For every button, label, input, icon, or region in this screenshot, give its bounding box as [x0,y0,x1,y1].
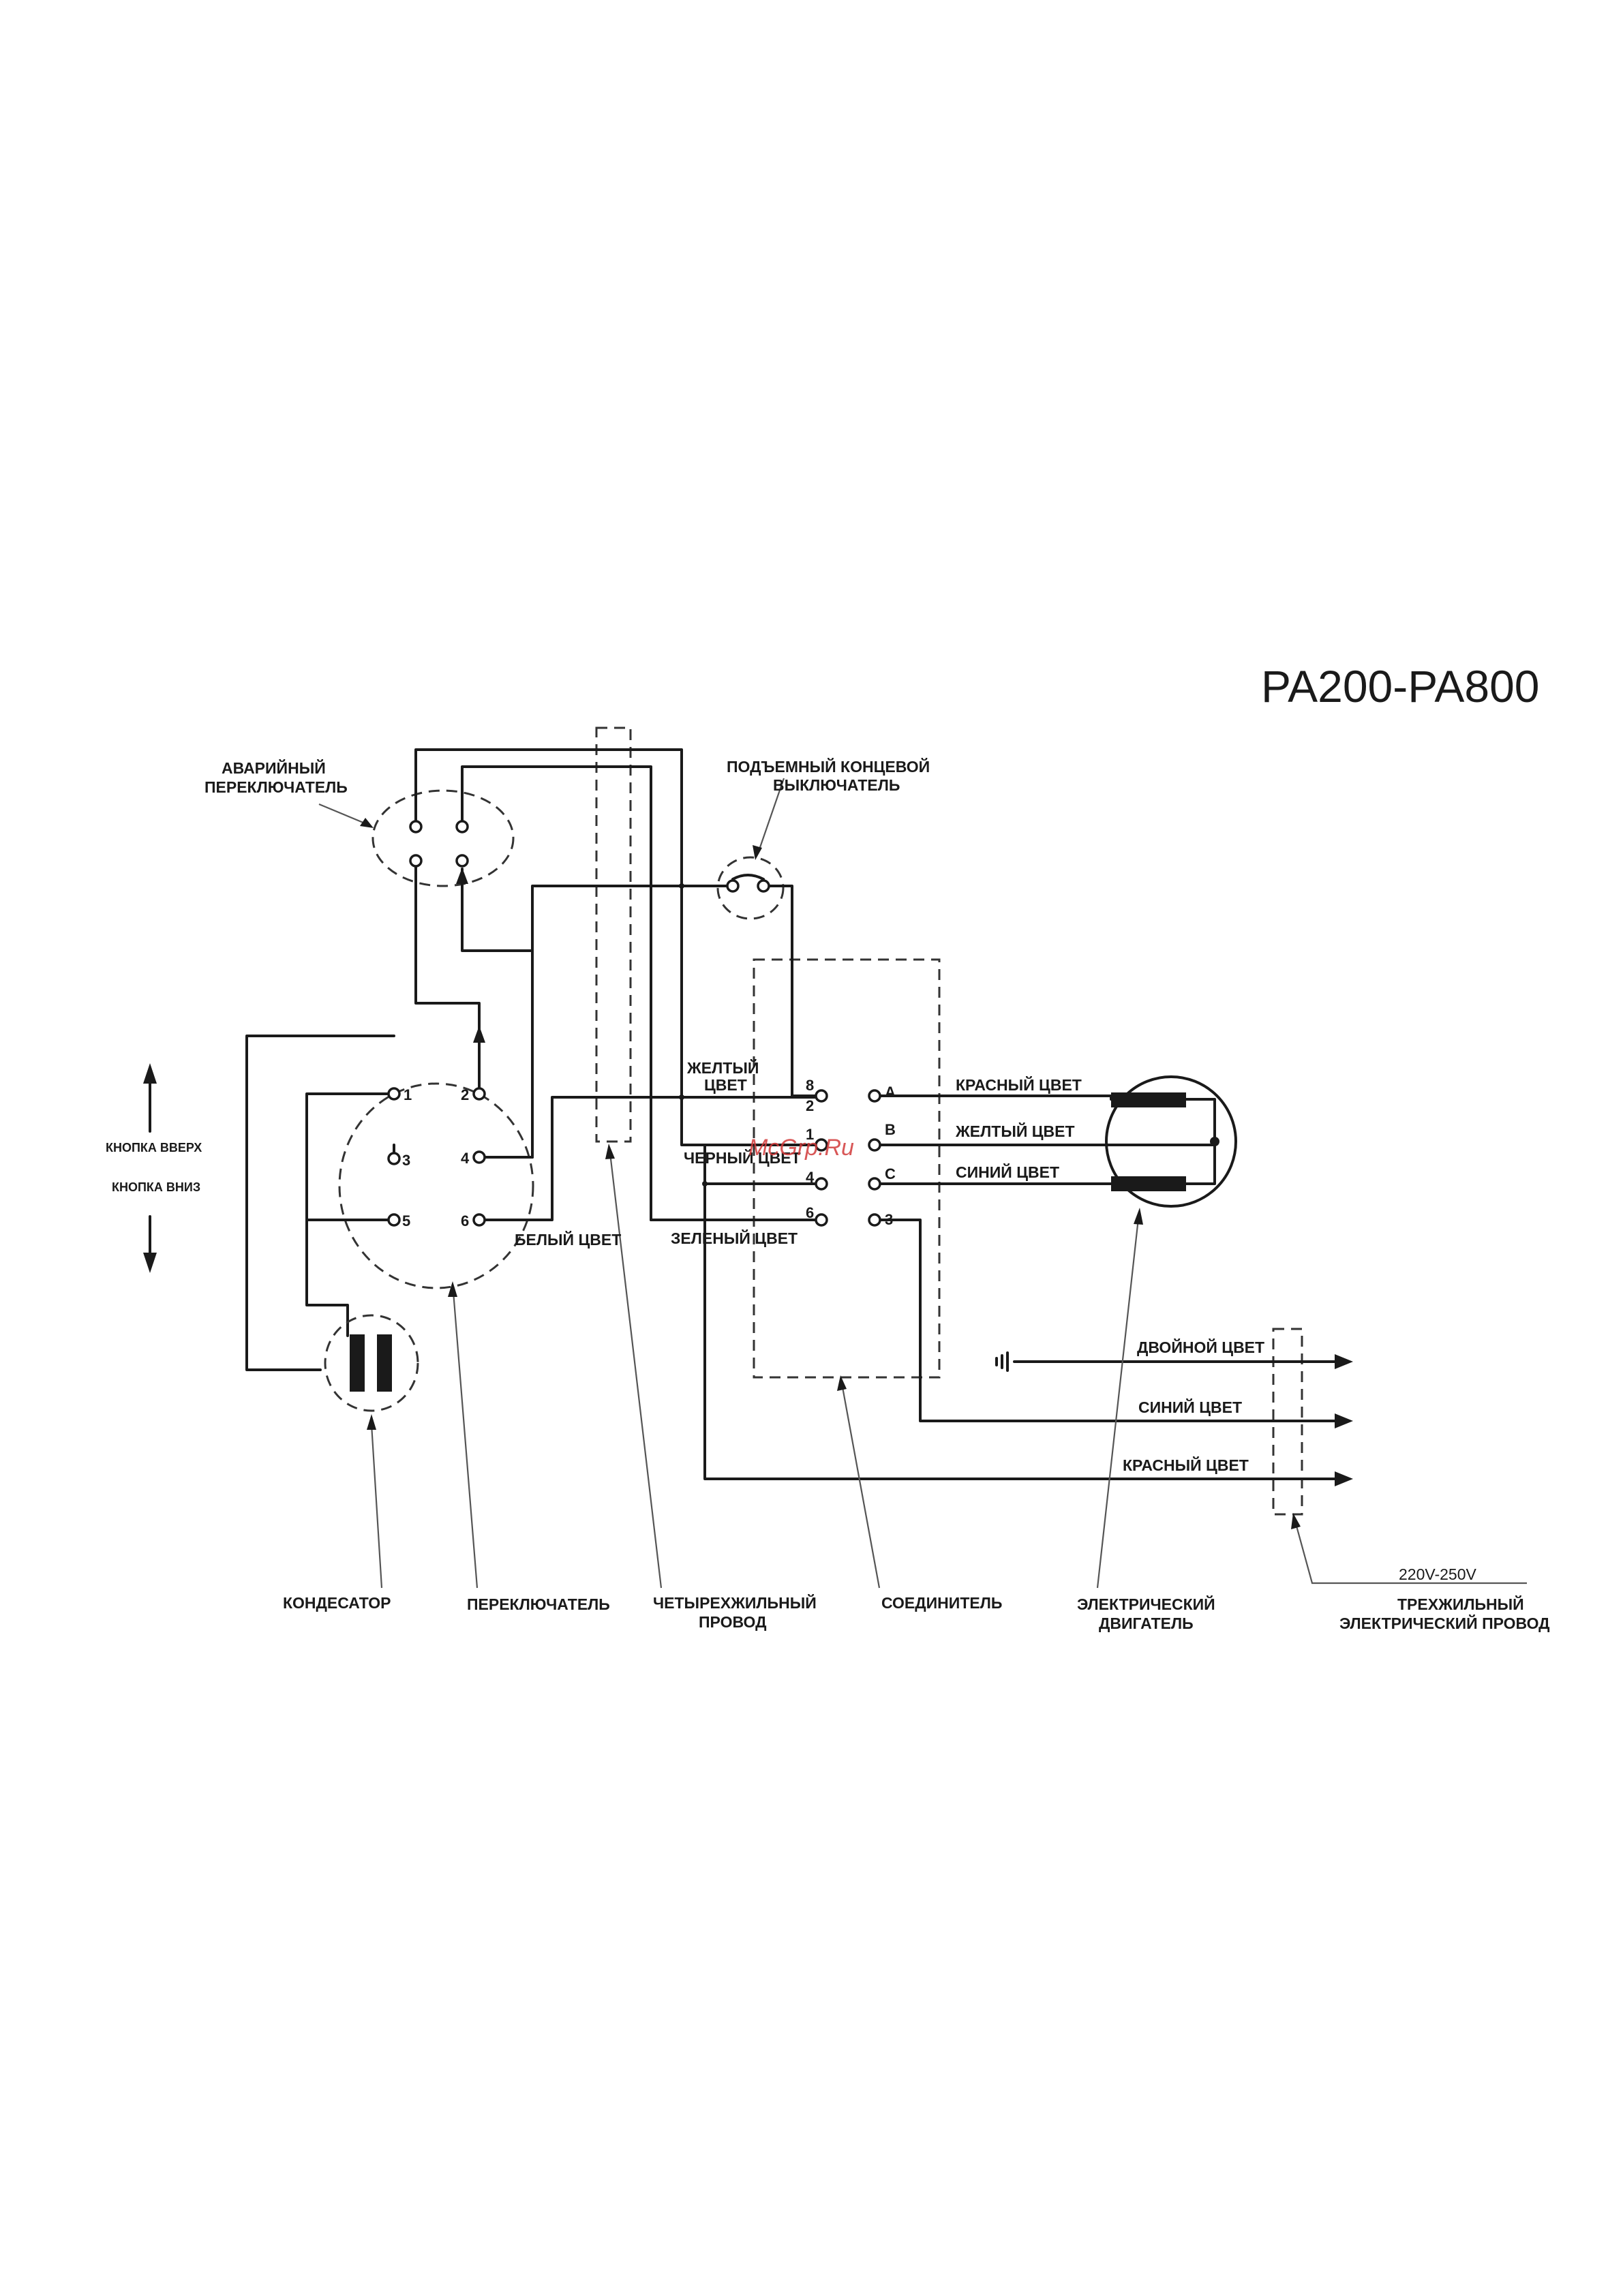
switch-label-6: 6 [461,1212,469,1229]
voltage-label: 220V-250V [1399,1565,1476,1583]
limit-switch-contact [757,879,770,893]
switch-label-3: 3 [402,1152,410,1169]
switch-terminal-4 [472,1150,486,1164]
emergency-arrow-icon [456,868,468,884]
wire-color-label: ДВОЙНОЙ ЦВЕТ [1137,1338,1264,1356]
wire-color-label: КРАСНЫЙ ЦВЕТ [1123,1456,1249,1474]
wire-color-label: КРАСНЫЙ ЦВЕТ [956,1075,1082,1094]
emergency-switch-outline [371,789,515,887]
four-core-wire-label: ЧЕТЫРЕХЖИЛЬНЫЙ [653,1593,817,1612]
connector-label-3: 3 [885,1211,893,1228]
limit-switch-contact [726,879,740,893]
three-core-cable-label: ЭЛЕКТРИЧЕСКИЙ ПРОВОД [1339,1614,1550,1632]
switch-label-5: 5 [402,1212,410,1229]
wire-color-label: ЖЕЛТЫЙ ЦВЕТ [955,1122,1075,1140]
connector-outline [753,958,941,1379]
emergency-contact [409,820,423,833]
switch-label-4: 4 [461,1150,470,1167]
wire-color-label: ЗЕЛЕНЫЙ ЦВЕТ [671,1229,798,1247]
motor-outline [1105,1075,1237,1208]
connector-label-a: A [885,1084,896,1101]
wires [245,748,1344,1480]
selector-switch-outline [338,1082,534,1289]
connector-label-b: B [885,1121,896,1138]
diagram-title: PA200-PA800 [1261,661,1540,711]
motor-winding-icon [1111,1092,1186,1107]
emergency-switch-label: АВАРИЙНЫЙ [222,759,326,777]
connector-block [815,1089,881,1227]
emergency-contact [455,854,469,868]
connector-label: СОЕДИНИТЕЛЬ [881,1594,1002,1612]
connector-label-1: 1 [806,1126,814,1143]
arrow-up-icon [143,1063,157,1084]
motor-winding-icon [1111,1176,1186,1191]
watermark: McGrp.Ru [748,1135,854,1161]
emergency-contact [455,820,469,833]
emergency-switch-label: ПЕРЕКЛЮЧАТЕЛЬ [204,778,348,796]
four-core-wire-outline [595,726,632,1143]
switch-label-2: 2 [461,1086,469,1103]
wire-color-label: ЦВЕТ [704,1076,747,1094]
button-down-label: КНОПКА ВНИЗ [112,1180,200,1194]
switch-label: ПЕРЕКЛЮЧАТЕЛЬ [467,1595,610,1613]
connector-label-2: 2 [806,1097,814,1114]
button-up-label: КНОПКА ВВЕРХ [106,1141,202,1154]
limit-switch-outline [716,856,785,920]
capacitor-outline [324,1314,419,1412]
motor-label: ДВИГАТЕЛЬ [1099,1614,1194,1632]
wire-color-label: ЧЕРНЫЙ ЦВЕТ [684,1148,801,1167]
switch-terminal-6 [472,1213,486,1227]
motor-label: ЭЛЕКТРИЧЕСКИЙ [1077,1595,1215,1613]
leader-lines [318,778,1527,1589]
connector-label-8: 8 [806,1077,814,1094]
arrow-down-icon [143,1253,157,1273]
switch-terminal-5 [387,1213,401,1227]
capacitor-plate-icon [350,1334,365,1392]
switch-terminal-1 [387,1087,401,1101]
capacitor-label: КОНДЕСАТОР [283,1594,391,1612]
limit-switch-label: ВЫКЛЮЧАТЕЛЬ [773,776,900,794]
wire-color-label: БЕЛЫЙ ЦВЕТ [515,1230,621,1249]
switch-terminal-2 [472,1087,486,1101]
connector-label-6: 6 [806,1204,814,1221]
switch-label-1: 1 [404,1086,412,1103]
wire-color-label: СИНИЙ ЦВЕТ [956,1163,1059,1181]
wire-color-label: ЖЕЛТЫЙ [686,1058,759,1077]
switch-terminal-3 [387,1152,401,1165]
three-core-cable-label: ТРЕХЖИЛЬНЫЙ [1397,1595,1524,1613]
limit-switch-label: ПОДЪЕМНЫЙ КОНЦЕВОЙ [727,757,930,776]
connector-label-c: C [885,1165,896,1182]
four-core-wire-label: ПРОВОД [699,1613,766,1631]
wire-color-label: СИНИЙ ЦВЕТ [1138,1398,1242,1416]
connector-label-4: 4 [806,1169,815,1186]
emergency-contact [409,854,423,868]
capacitor-plate-icon [377,1334,392,1392]
